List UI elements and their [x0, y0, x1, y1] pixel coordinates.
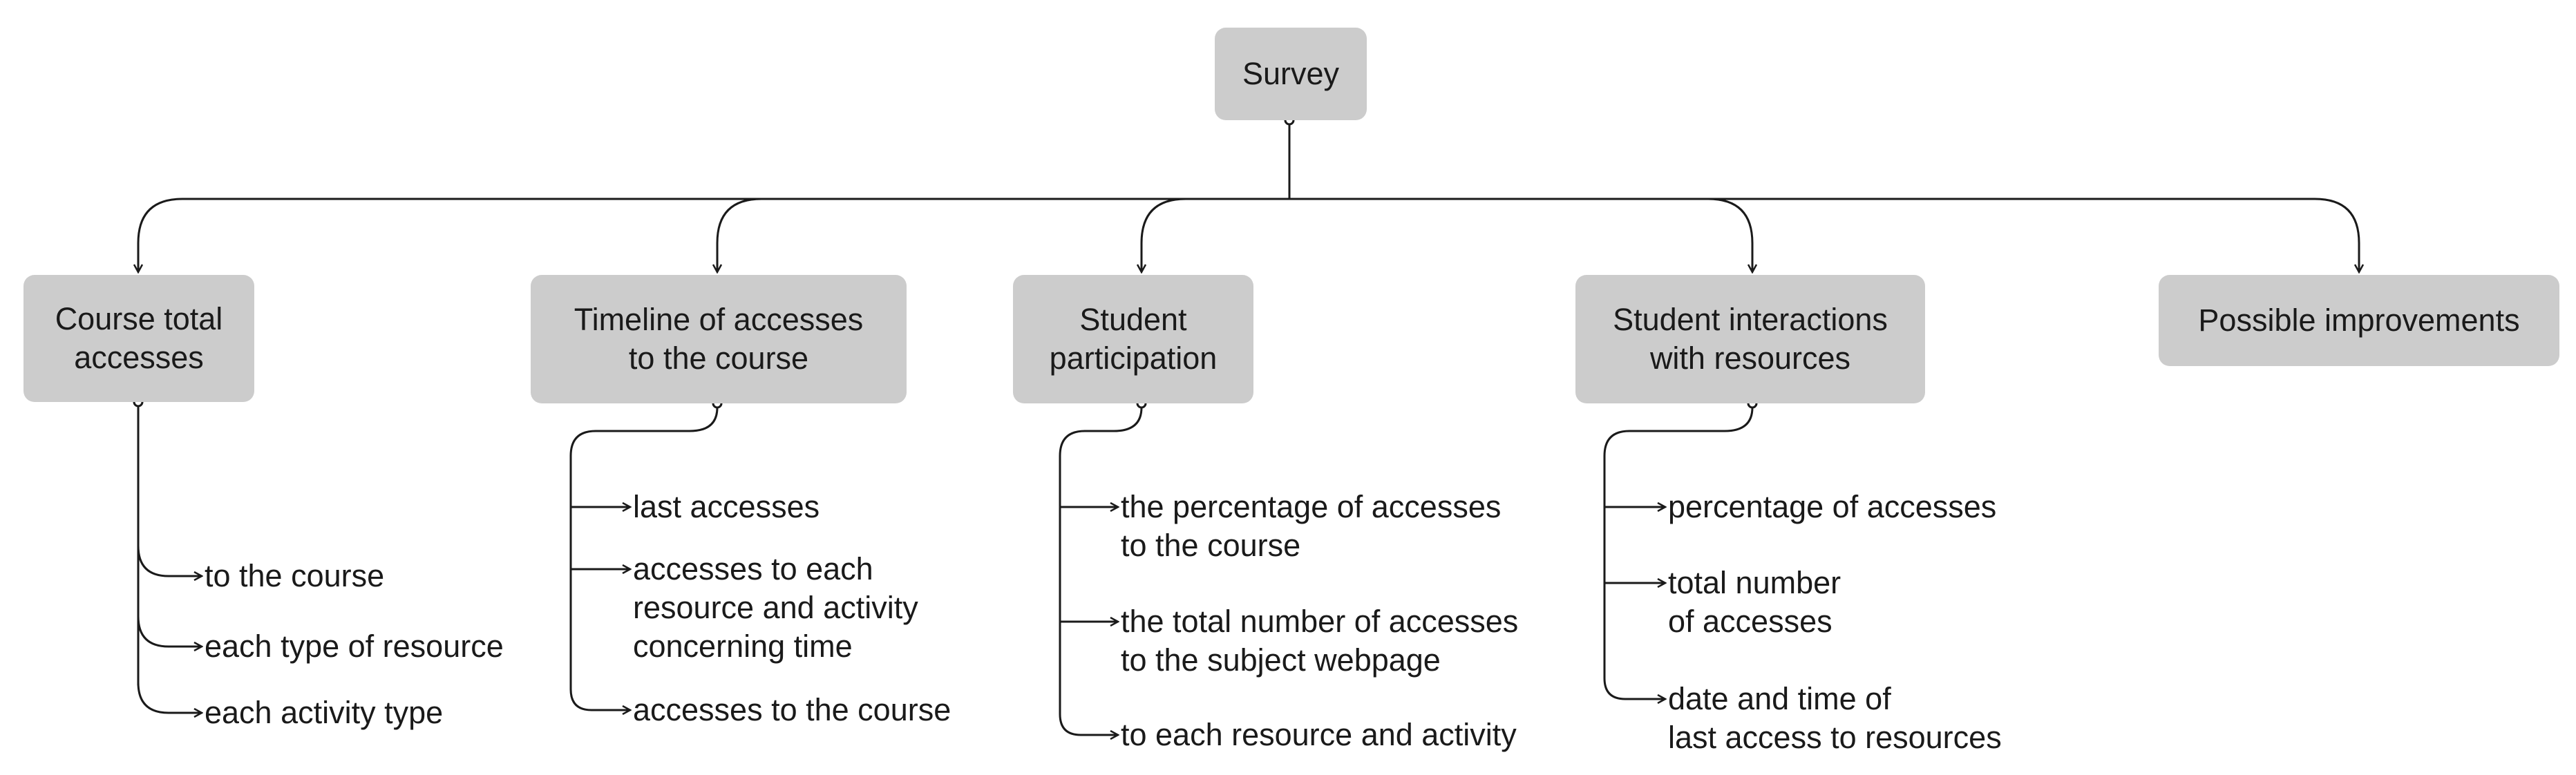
category-node-student-interactions: Student interactions with resources	[1575, 275, 1925, 403]
branch-course-total	[138, 198, 183, 272]
leaf-item: to each resource and activity	[1121, 717, 1517, 752]
category-label: Timeline of accesses to the course	[574, 302, 864, 376]
branch-interactions	[1707, 198, 1752, 272]
branch-timeline	[717, 198, 762, 272]
root-node-survey: Survey	[1215, 28, 1367, 120]
leaf-item: accesses to each resource and activity c…	[633, 551, 918, 664]
category-node-possible-improvements: Possible improvements	[2159, 275, 2559, 366]
leaf-item: date and time of last access to resource…	[1668, 681, 2002, 755]
leaf-item: each activity type	[205, 695, 444, 730]
leaf-item: each type of resource	[205, 629, 504, 664]
leaf-item: to the course	[205, 558, 385, 593]
leaf-arrow-course-total-0	[137, 545, 202, 576]
leaf-item: the percentage of accesses to the course	[1121, 489, 1502, 563]
category-node-student-participation: Student participation	[1013, 275, 1253, 403]
category-label: Student participation	[1049, 302, 1218, 376]
leaf-item: accesses to the course	[633, 692, 951, 727]
category-node-course-total-accesses: Course total accesses	[23, 275, 254, 402]
branch-improvements	[2314, 198, 2359, 272]
leaf-arrow-course-total-2	[137, 682, 202, 713]
category-label: Course total accesses	[55, 301, 223, 375]
category-label: Possible improvements	[2198, 303, 2520, 338]
leaf-arrow-course-total-1	[137, 615, 202, 647]
branch-participation	[1142, 198, 1186, 272]
leaf-spine-timeline	[569, 407, 719, 710]
root-label: Survey	[1242, 56, 1340, 91]
leaf-item: percentage of accesses	[1668, 489, 1997, 524]
category-label: Student interactions with resources	[1613, 302, 1888, 376]
leaf-item: total number of accesses	[1668, 565, 1841, 639]
leaf-spine-interactions	[1603, 407, 1754, 699]
leaf-item: last accesses	[633, 489, 820, 524]
category-node-timeline-of-accesses: Timeline of accesses to the course	[531, 275, 907, 403]
leaf-item: the total number of accesses to the subj…	[1121, 604, 1519, 678]
leaf-spine-participation	[1059, 407, 1143, 735]
